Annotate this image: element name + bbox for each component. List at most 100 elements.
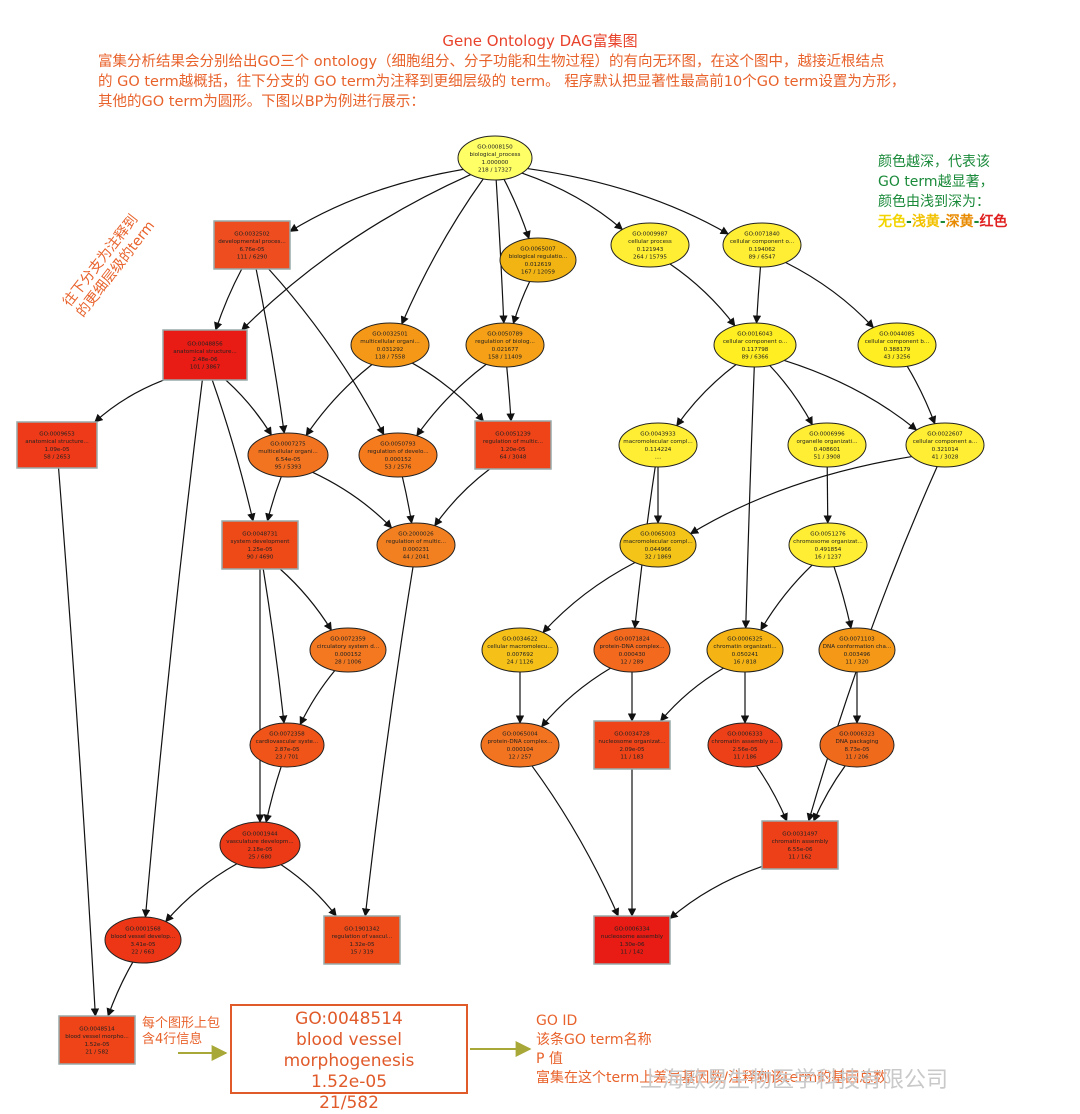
go-term-line: 11 / 142: [620, 949, 643, 955]
go-term-line: system development: [231, 539, 291, 545]
go-term-line: cellular component o...: [730, 239, 795, 245]
go-term-line: GO:0034728: [614, 732, 650, 738]
go-term-ellipse: [480, 722, 560, 768]
go-term-line: chromatin organizati...: [713, 644, 777, 650]
go-term-line: nucleosome organizat...: [598, 739, 665, 745]
go-term-box: [593, 720, 671, 770]
go-term-line: 0.021677: [492, 347, 519, 353]
example-go-id: GO:0048514: [295, 1009, 403, 1029]
go-term-line: GO:2000026: [398, 532, 434, 538]
go-term-line: blood vessel develop...: [111, 934, 175, 940]
dag-edge: [503, 179, 531, 240]
go-term-line: 2.56e-05: [732, 747, 757, 753]
go-term-line: 2.18e-05: [247, 847, 272, 853]
go-term-line: GO:0071103: [839, 637, 875, 643]
go-term-line: GO:0022607: [927, 432, 963, 438]
intro-line: 其他的GO term为圆形。下图以BP为例进行展示：: [98, 94, 425, 110]
dag-edge: [823, 466, 832, 524]
go-term-line: anatomical structure...: [173, 349, 237, 355]
dag-edge: [305, 364, 373, 437]
go-term-box: [58, 1015, 136, 1065]
dag-edge: [785, 261, 874, 329]
dag-edge: [280, 864, 337, 917]
go-term-line: GO:0016043: [737, 332, 773, 338]
callout-info-note: 每个图形上包 含4行信息: [142, 1016, 220, 1048]
go-term-line: GO:0050789: [487, 332, 523, 338]
dag-edge: [361, 566, 414, 917]
go-term-line: 0.007692: [507, 652, 534, 658]
dag-edge: [756, 765, 788, 822]
go-term-line: 89 / 6547: [749, 254, 776, 260]
go-term-ellipse: [857, 322, 937, 368]
go-term-line: 101 / 3867: [190, 364, 221, 370]
go-term-line: 15 / 319: [350, 949, 374, 955]
go-term-line: multicellular organi...: [258, 449, 318, 455]
legend-color-scale: 无色-浅黄-深黄-红色: [878, 212, 1007, 232]
legend-scale-item: 无色: [878, 214, 906, 230]
go-term-line: GO:0071840: [744, 232, 780, 238]
go-term-line: GO:0006323: [839, 732, 875, 738]
go-term-line: GO:0034622: [502, 637, 537, 643]
dag-edge: [906, 365, 937, 425]
legend-scale-item: 浅黄: [911, 214, 940, 230]
go-term-line: 23 / 701: [275, 754, 299, 760]
dag-edge: [521, 172, 623, 231]
dag-edge: [669, 865, 763, 920]
go-term-line: regulation of biolog...: [475, 339, 535, 345]
legend-line: 颜色由浅到深为：: [878, 194, 990, 210]
go-term-line: 11 / 183: [620, 754, 644, 760]
company-watermark: 上海欧易生物医学科技有限公司: [640, 1068, 949, 1093]
dag-edge: [265, 476, 282, 522]
go-term-line: 6.55e-06: [787, 847, 812, 853]
go-term-line: 95 / 5393: [275, 464, 302, 470]
go-term-line: 41 / 3028: [932, 454, 959, 460]
go-term-line: cardiovascular syste...: [256, 739, 319, 745]
go-term-line: 2.87e-05: [274, 747, 299, 753]
go-term-line: GO:0006996: [809, 432, 845, 438]
go-term-ellipse: [788, 522, 868, 568]
go-term-line: 43 / 3256: [884, 354, 911, 360]
go-term-line: 1.000000: [482, 160, 509, 166]
go-term-line: 51 / 3908: [814, 454, 841, 460]
go-term-line: multicellular organi...: [360, 339, 420, 345]
go-term-line: 32 / 1869: [645, 554, 672, 560]
legend-scale-item: -: [906, 214, 912, 230]
go-term-line: biological regulatio...: [509, 254, 568, 260]
go-term-line: 11 / 206: [845, 754, 869, 760]
color-legend: 颜色越深，代表该 GO term越显著， 颜色由浅到深为： 无色-浅黄-深黄-红…: [878, 152, 1007, 232]
go-term-line: 118 / 7558: [375, 354, 406, 360]
go-term-ellipse: [309, 627, 387, 673]
go-term-line: DNA packaging: [836, 739, 879, 745]
callout-note-line: 含4行信息: [142, 1032, 203, 1047]
legend-scale-item: 深黄: [945, 214, 974, 230]
go-term-line: 28 / 1006: [335, 659, 362, 665]
go-term-line: GO:0031497: [782, 832, 818, 838]
go-term-line: 1.25e-05: [247, 547, 272, 553]
dag-edge: [289, 168, 464, 232]
intro-text: 富集分析结果会分别给出GO三个 ontology（细胞组分、分子功能和生物过程）…: [98, 52, 998, 112]
go-term-line: GO:0051239: [495, 432, 531, 438]
go-term-ellipse: [618, 422, 698, 468]
go-term-line: 264 / 15795: [633, 254, 667, 260]
go-term-ellipse: [713, 322, 797, 368]
go-term-line: 0.000231: [403, 547, 430, 553]
callout-explanation: GO ID 该条GO term名称 P 值 富集在这个term上差异基因数/注释…: [536, 1012, 887, 1088]
go-term-line: 64 / 3048: [500, 454, 527, 460]
go-term-line: 167 / 12059: [521, 269, 555, 275]
go-term-line: macromolecular compl...: [623, 539, 693, 545]
callout-note-line: 每个图形上包: [142, 1016, 221, 1031]
go-term-ellipse: [818, 627, 896, 673]
go-term-line: 11 / 320: [845, 659, 869, 665]
dag-edge: [141, 379, 203, 918]
dag-edge: [411, 362, 485, 422]
